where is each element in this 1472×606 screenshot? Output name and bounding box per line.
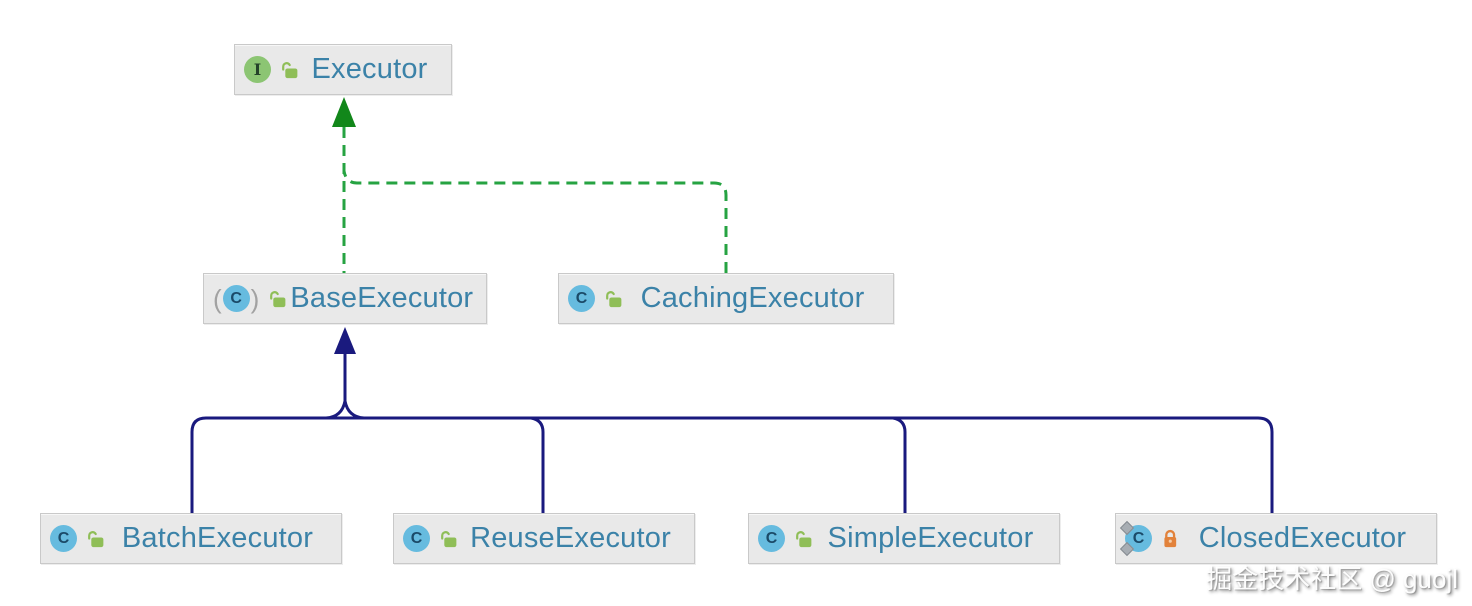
extends-arrowhead xyxy=(334,327,356,354)
public-unlocked-icon xyxy=(267,288,288,309)
edge-simpleexecutor-extends xyxy=(892,416,907,513)
interface-icon: I xyxy=(244,56,271,83)
extends-bus xyxy=(190,416,1274,513)
class-node-reuseexecutor[interactable]: C ReuseExecutor xyxy=(393,513,695,564)
node-label: CachingExecutor xyxy=(640,282,865,314)
node-label: SimpleExecutor xyxy=(827,522,1034,554)
class-icon: C xyxy=(568,285,595,312)
node-label: BaseExecutor xyxy=(290,282,474,314)
private-locked-icon xyxy=(1160,528,1181,549)
extends-trunk-fillet-left xyxy=(325,400,347,420)
class-node-batchexecutor[interactable]: C BatchExecutor xyxy=(40,513,342,564)
class-icon: C xyxy=(50,525,77,552)
class-node-executor[interactable]: I Executor xyxy=(234,44,452,95)
node-label: BatchExecutor xyxy=(121,522,314,554)
class-node-cachingexecutor[interactable]: C CachingExecutor xyxy=(558,273,894,324)
public-unlocked-icon xyxy=(279,59,300,80)
static-class-icon: C xyxy=(1119,520,1152,557)
implements-arrowhead xyxy=(332,97,356,127)
node-label: ClosedExecutor xyxy=(1198,522,1407,554)
extends-trunk-fillet-right xyxy=(343,400,365,420)
class-node-baseexecutor[interactable]: C BaseExecutor xyxy=(203,273,487,324)
abstract-class-icon: C xyxy=(213,285,259,312)
watermark: 掘金技术社区 @ guojl xyxy=(1206,564,1458,594)
class-node-closedexecutor[interactable]: C ClosedExecutor xyxy=(1115,513,1437,564)
edge-cachingexecutor-implements-executor xyxy=(342,170,728,273)
public-unlocked-icon xyxy=(85,528,106,549)
node-label: ReuseExecutor xyxy=(470,522,671,554)
node-label: Executor xyxy=(311,53,428,85)
class-icon: C xyxy=(403,525,430,552)
edge-reuseexecutor-extends xyxy=(530,416,545,513)
public-unlocked-icon xyxy=(438,528,459,549)
class-icon: C xyxy=(758,525,785,552)
public-unlocked-icon xyxy=(793,528,814,549)
public-unlocked-icon xyxy=(603,288,624,309)
class-node-simpleexecutor[interactable]: C SimpleExecutor xyxy=(748,513,1060,564)
